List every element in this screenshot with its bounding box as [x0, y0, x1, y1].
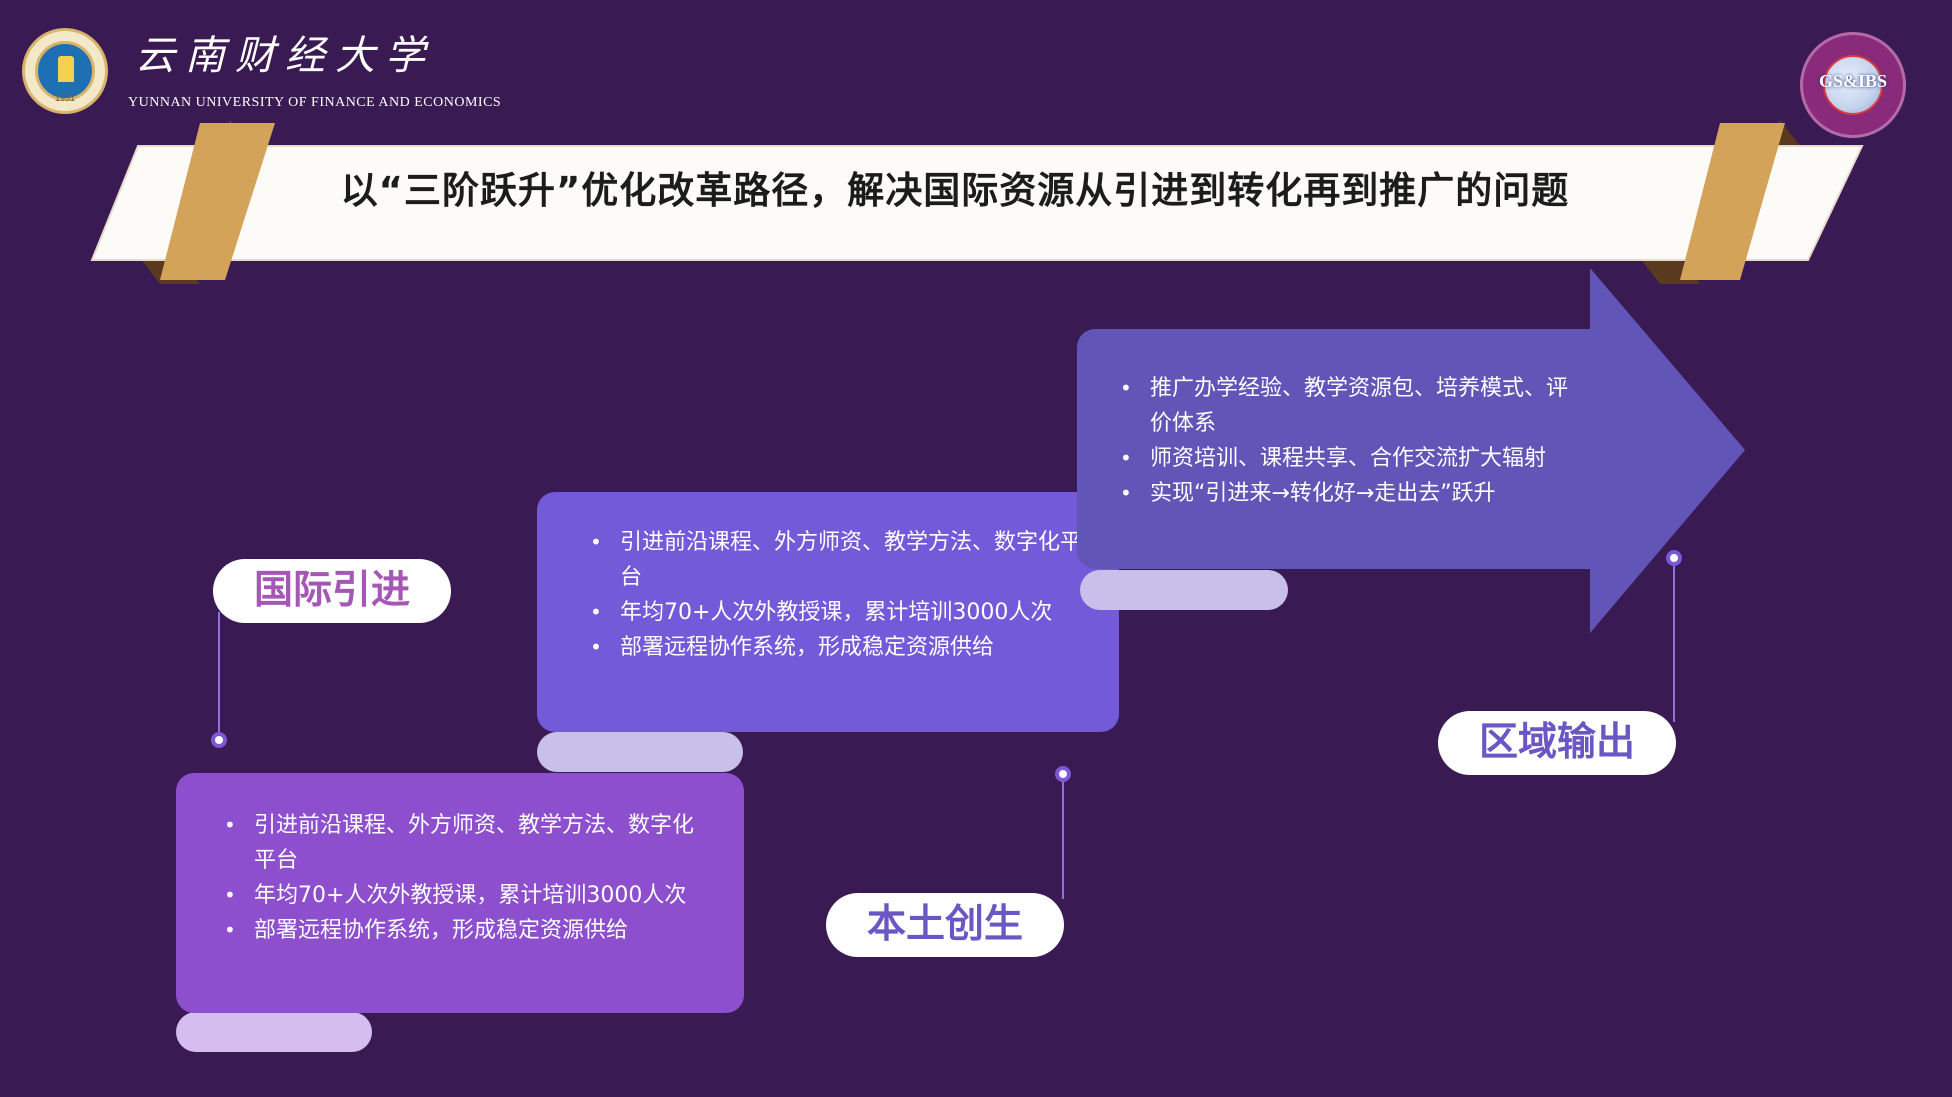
- step3-bullet-2: 师资培训、课程共享、合作交流扩大辐射: [1120, 441, 1577, 476]
- step3-tab: [1080, 570, 1288, 610]
- step3-bullet-1: 推广办学经验、教学资源包、培养模式、评价体系: [1120, 371, 1577, 441]
- step1-label: 国际引进: [213, 559, 451, 623]
- logo-year: 1951: [54, 93, 76, 103]
- step1-box: 引进前沿课程、外方师资、教学方法、数字化平台 年均70+人次外教授课，累计培训3…: [176, 773, 744, 1013]
- university-name-cn: 云南财经大学: [135, 33, 435, 79]
- step2-dot: [1055, 766, 1071, 782]
- school-logo: GS&IBS: [1800, 32, 1906, 138]
- step1-bullet-3: 部署远程协作系统，形成稳定资源供给: [224, 913, 714, 948]
- ribbon-strap-right: [1680, 123, 1785, 280]
- step2-box: 引进前沿课程、外方师资、教学方法、数字化平台 年均70+人次外教授课，累计培训3…: [537, 492, 1119, 732]
- step1-bullets: 引进前沿课程、外方师资、教学方法、数字化平台 年均70+人次外教授课，累计培训3…: [224, 808, 714, 948]
- step2-label: 本土创生: [826, 893, 1064, 957]
- step1-dot: [211, 732, 227, 748]
- ribbon-strap-left: [160, 123, 275, 280]
- step1-tab: [176, 1012, 372, 1052]
- step2-tab: [537, 732, 743, 772]
- step3-label: 区域输出: [1438, 711, 1676, 775]
- school-logo-text: GS&IBS: [1818, 71, 1888, 91]
- university-logo: 1951: [22, 28, 108, 114]
- arrow-head: [1590, 268, 1745, 633]
- step1-bullet-2: 年均70+人次外教授课，累计培训3000人次: [224, 878, 714, 913]
- step3-connector: [1673, 556, 1675, 722]
- step3-bullets: 推广办学经验、教学资源包、培养模式、评价体系 师资培训、课程共享、合作交流扩大辐…: [1120, 371, 1577, 511]
- logo-emblem: [35, 41, 95, 101]
- university-name-en: YUNNAN UNIVERSITY OF FINANCE AND ECONOMI…: [128, 95, 502, 110]
- banner-title: 以“三阶跃升”优化改革路径，解决国际资源从引进到转化再到推广的问题: [340, 169, 1570, 212]
- step2-connector: [1062, 773, 1064, 899]
- step3-bullet-3: 实现“引进来→转化好→走出去”跃升: [1120, 476, 1577, 511]
- step2-bullets: 引进前沿课程、外方师资、教学方法、数字化平台 年均70+人次外教授课，累计培训3…: [590, 525, 1089, 665]
- step2-bullet-1: 引进前沿课程、外方师资、教学方法、数字化平台: [590, 525, 1089, 595]
- step3-arrow: [1590, 268, 1745, 633]
- step2-bullet-3: 部署远程协作系统，形成稳定资源供给: [590, 630, 1089, 665]
- globe-icon: [1823, 55, 1883, 115]
- step3-dot: [1666, 550, 1682, 566]
- title-ribbon: [90, 120, 1864, 284]
- logo-tower-icon: [58, 56, 74, 82]
- step2-bullet-2: 年均70+人次外教授课，累计培训3000人次: [590, 595, 1089, 630]
- ribbon-body: [90, 145, 1864, 261]
- step1-connector: [218, 612, 220, 738]
- step3-box: 推广办学经验、教学资源包、培养模式、评价体系 师资培训、课程共享、合作交流扩大辐…: [1077, 329, 1597, 569]
- step1-bullet-1: 引进前沿课程、外方师资、教学方法、数字化平台: [224, 808, 714, 878]
